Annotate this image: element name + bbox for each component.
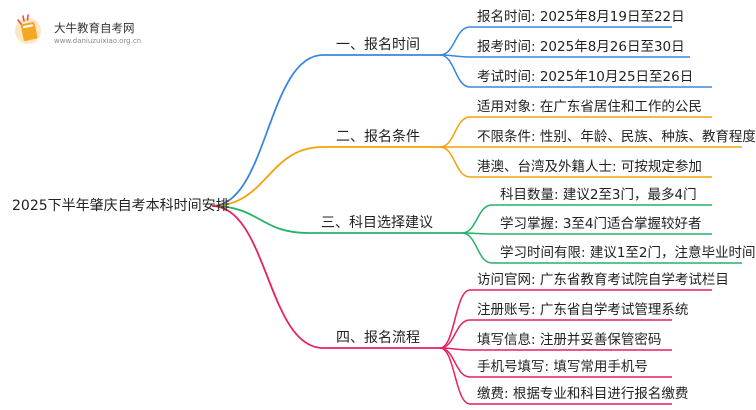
book-logo-icon bbox=[15, 14, 41, 44]
leaf-foreign-participants: 港澳、台湾及外籍人士: 可按规定参加 bbox=[477, 159, 702, 175]
branch-to-leaf-connector bbox=[439, 146, 712, 178]
logo-url: www.daniuzuixiao.org.cn bbox=[54, 37, 142, 45]
leaf-application-date: 报考时间: 2025年8月26日至30日 bbox=[477, 39, 685, 55]
leaf-exam-date: 考试时间: 2025年10月25日至26日 bbox=[477, 69, 694, 85]
root-to-branch-connector bbox=[211, 205, 440, 349]
leaf-no-restrictions: 不限条件: 性别、年龄、民族、种族、教育程度 bbox=[477, 129, 756, 145]
branch-eligibility: 二、报名条件 bbox=[336, 129, 420, 145]
leaf-registration-date: 报名时间: 2025年8月19日至22日 bbox=[477, 9, 685, 25]
site-logo[interactable]: 大牛教育自考网 www.daniuzuixiao.org.cn bbox=[14, 10, 141, 50]
leaf-subject-count: 科目数量: 建议2至3门，最多4门 bbox=[500, 187, 697, 203]
branch-to-leaf-connector bbox=[439, 347, 672, 405]
leaf-fill-info: 填写信息: 注册并妥善保管密码 bbox=[477, 332, 662, 348]
leaf-eligible-group: 适用对象: 在广东省居住和工作的公民 bbox=[477, 99, 702, 115]
branch-to-leaf-connector bbox=[439, 289, 712, 349]
branch-to-leaf-connector bbox=[439, 116, 712, 148]
leaf-register-account: 注册账号: 广东省自学考试管理系统 bbox=[477, 302, 689, 318]
branch-to-leaf-connector bbox=[439, 319, 672, 349]
leaf-study-mastery: 学习掌握: 3至4门适合掌握较好者 bbox=[500, 216, 702, 232]
leaf-visit-website: 访问官网: 广东省教育考试院自学考试栏目 bbox=[477, 272, 729, 288]
leaf-phone-number: 手机号填写: 填写常用手机号 bbox=[477, 359, 648, 375]
branch-registration-time: 一、报名时间 bbox=[336, 37, 420, 53]
branch-subject-advice: 三、科目选择建议 bbox=[321, 215, 433, 231]
branch-to-leaf-connector bbox=[439, 54, 690, 58]
branch-to-leaf-connector bbox=[461, 232, 712, 235]
leaf-limited-time: 学习时间有限: 建议1至2门，注意毕业时间 bbox=[500, 245, 756, 261]
branch-to-leaf-connector bbox=[461, 204, 712, 234]
branch-registration-process: 四、报名流程 bbox=[336, 330, 420, 346]
branch-to-leaf-connector bbox=[439, 26, 672, 56]
root-to-branch-connector bbox=[211, 146, 440, 207]
root-to-branch-connector bbox=[211, 205, 462, 234]
branch-to-leaf-connector bbox=[461, 232, 742, 264]
root-topic: 2025下半年肇庆自考本科时间安排 bbox=[12, 198, 230, 214]
logo-title: 大牛教育自考网 bbox=[54, 21, 135, 35]
root-to-branch-connector bbox=[211, 54, 440, 207]
branch-to-leaf-connector bbox=[439, 54, 712, 88]
leaf-payment: 缴费: 根据专业和科目进行报名缴费 bbox=[477, 386, 689, 402]
